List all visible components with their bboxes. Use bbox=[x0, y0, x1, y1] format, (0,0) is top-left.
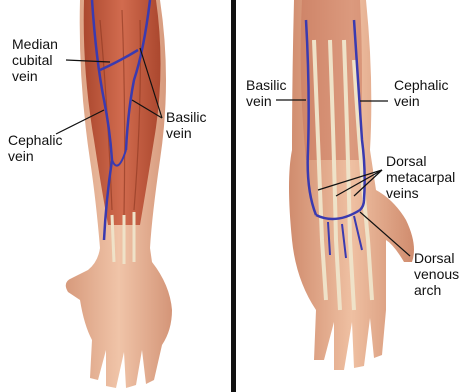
label-basilic-vein-right: Basilic vein bbox=[246, 77, 286, 109]
label-cephalic-vein-left: Cephalic vein bbox=[8, 132, 62, 164]
left-panel-anterior-forearm: Median cubital vein Basilic vein Cephali… bbox=[0, 0, 231, 392]
label-dorsal-venous-arch: Dorsal venous arch bbox=[414, 250, 459, 298]
label-cephalic-vein-right: Cephalic vein bbox=[394, 77, 448, 109]
right-panel-dorsal-hand: Basilic vein Cephalic vein Dorsal metaca… bbox=[236, 0, 463, 392]
label-basilic-vein-left: Basilic vein bbox=[166, 109, 206, 141]
label-dorsal-metacarpal-veins: Dorsal metacarpal veins bbox=[386, 153, 455, 201]
label-median-cubital-vein: Median cubital vein bbox=[12, 36, 58, 84]
